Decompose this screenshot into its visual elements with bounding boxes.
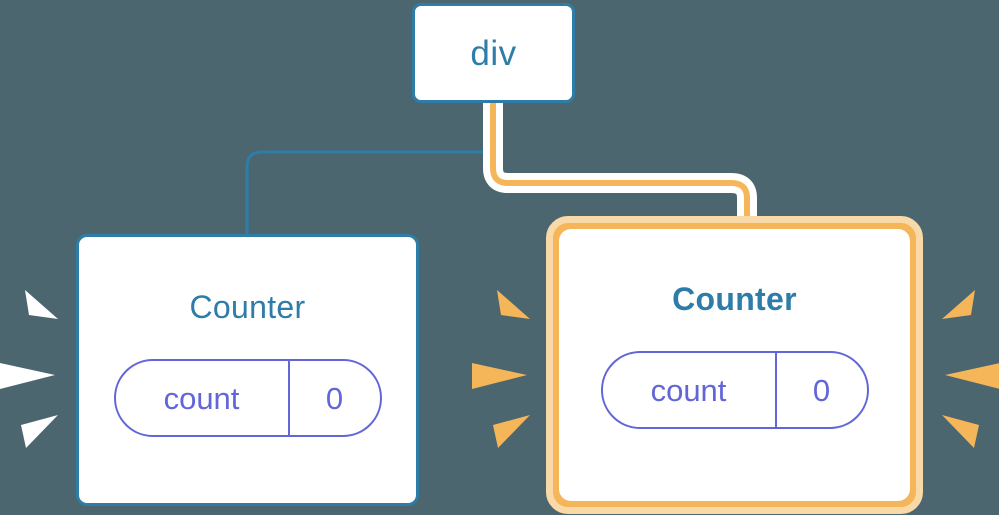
edge-div-to-counter-right: [490, 103, 750, 226]
ray-middle: [945, 363, 999, 389]
ray-lower: [493, 415, 530, 448]
ray-middle: [472, 363, 527, 389]
ray-lower: [21, 415, 58, 448]
counter-left-state-value: 0: [287, 361, 380, 435]
edge-div-to-counter-left: [245, 103, 495, 236]
counter-right-state-key: count: [650, 372, 727, 408]
edge-div-to-counter-right-halo: [483, 103, 757, 226]
ray-upper: [497, 290, 530, 319]
counter-left-state-pill: count 0: [113, 359, 382, 437]
ray-middle: [0, 363, 55, 389]
node-counter-right[interactable]: Counter count 0: [559, 229, 910, 501]
counter-left-state-key: count: [163, 380, 240, 416]
burst-rays-orange-left: [472, 290, 530, 448]
counter-right-title: Counter: [672, 281, 797, 317]
node-div-label: div: [470, 33, 517, 73]
counter-left-title: Counter: [189, 289, 306, 325]
ray-lower: [942, 415, 979, 448]
burst-rays-white: [0, 290, 58, 448]
burst-rays-orange-right: [942, 290, 999, 448]
counter-right-state-value: 0: [774, 353, 867, 427]
counter-right-state-pill: count 0: [600, 351, 869, 429]
ray-upper: [25, 290, 58, 319]
node-counter-right-highlight-ring[interactable]: Counter count 0: [546, 216, 923, 514]
ray-upper: [942, 290, 975, 319]
node-div[interactable]: div: [412, 3, 575, 103]
node-counter-left[interactable]: Counter count 0: [76, 234, 419, 506]
